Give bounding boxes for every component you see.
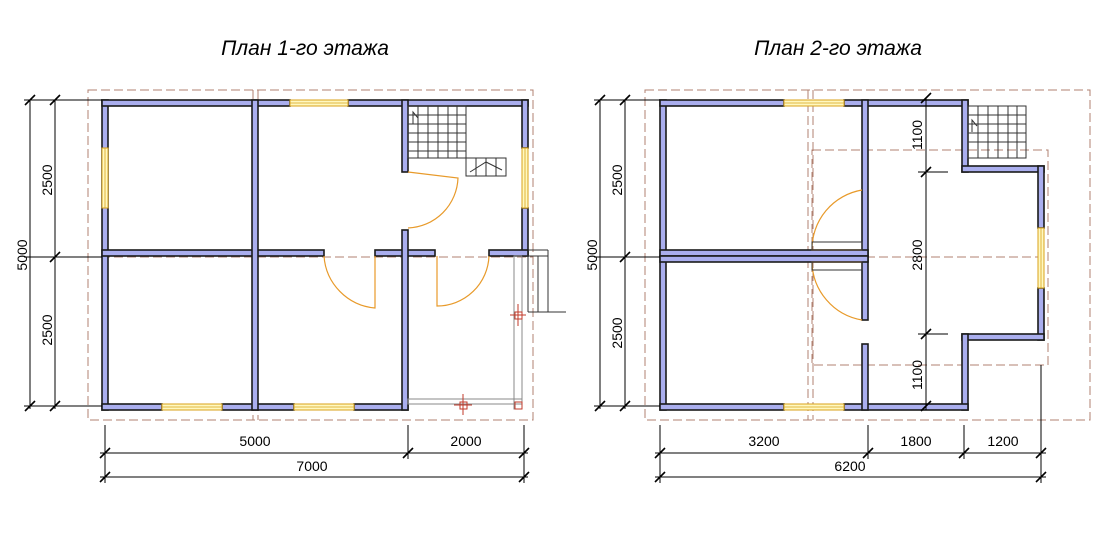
first-left-total-label: 5000	[14, 239, 30, 270]
second-left-total-label: 5000	[584, 239, 600, 270]
second-left-top-label: 2500	[609, 164, 625, 195]
first-left-top-label: 2500	[39, 164, 55, 195]
first-left-bottom-label: 2500	[39, 314, 55, 345]
second-left-bottom-label: 2500	[609, 317, 625, 348]
second-inner-top-label: 1100	[909, 120, 925, 150]
first-floor-title: План 1-го этажа	[221, 37, 389, 60]
second-bottom-total-label: 6200	[834, 458, 865, 474]
second-floor-windows	[783, 99, 1045, 411]
first-floor-left-dimensions: 5000 2500 2500	[14, 94, 102, 412]
first-bottom-total-label: 7000	[296, 458, 327, 474]
second-bottom-a-label: 3200	[748, 433, 779, 449]
second-floor-left-dimensions: 5000 2500 2500	[584, 94, 660, 412]
second-floor-bottom-dimensions: 3200 1800 1200 6200	[654, 365, 1047, 483]
second-inner-bottom-label: 1100	[909, 360, 925, 390]
first-floor-stairs	[407, 105, 507, 177]
first-floor-door-swings	[323, 171, 490, 309]
first-floor-bottom-dimensions: 5000 2000 7000	[99, 425, 530, 483]
second-bottom-b-label: 1800	[900, 433, 931, 449]
second-inner-mid-label: 2800	[909, 239, 925, 270]
second-floor-inner-dimensions: 1100 2800 1100	[909, 92, 948, 412]
first-floor-windows	[101, 99, 529, 411]
first-bottom-a-label: 5000	[239, 433, 270, 449]
first-bottom-b-label: 2000	[450, 433, 481, 449]
second-bottom-c-label: 1200	[987, 433, 1018, 449]
second-floor-plan: План 2-го этажа	[584, 37, 1091, 483]
second-floor-dashed-outline	[644, 89, 1091, 421]
first-floor-dashed-outline	[87, 89, 534, 421]
first-floor-interior-walls	[101, 99, 529, 411]
second-floor-door-swings	[811, 189, 863, 321]
second-floor-title: План 2-го этажа	[754, 37, 922, 60]
first-floor-plan: План 1-го этажа	[14, 37, 566, 483]
first-floor-terrace	[407, 249, 566, 415]
second-floor-walls	[659, 99, 1045, 411]
second-floor-stairs	[967, 105, 1027, 159]
